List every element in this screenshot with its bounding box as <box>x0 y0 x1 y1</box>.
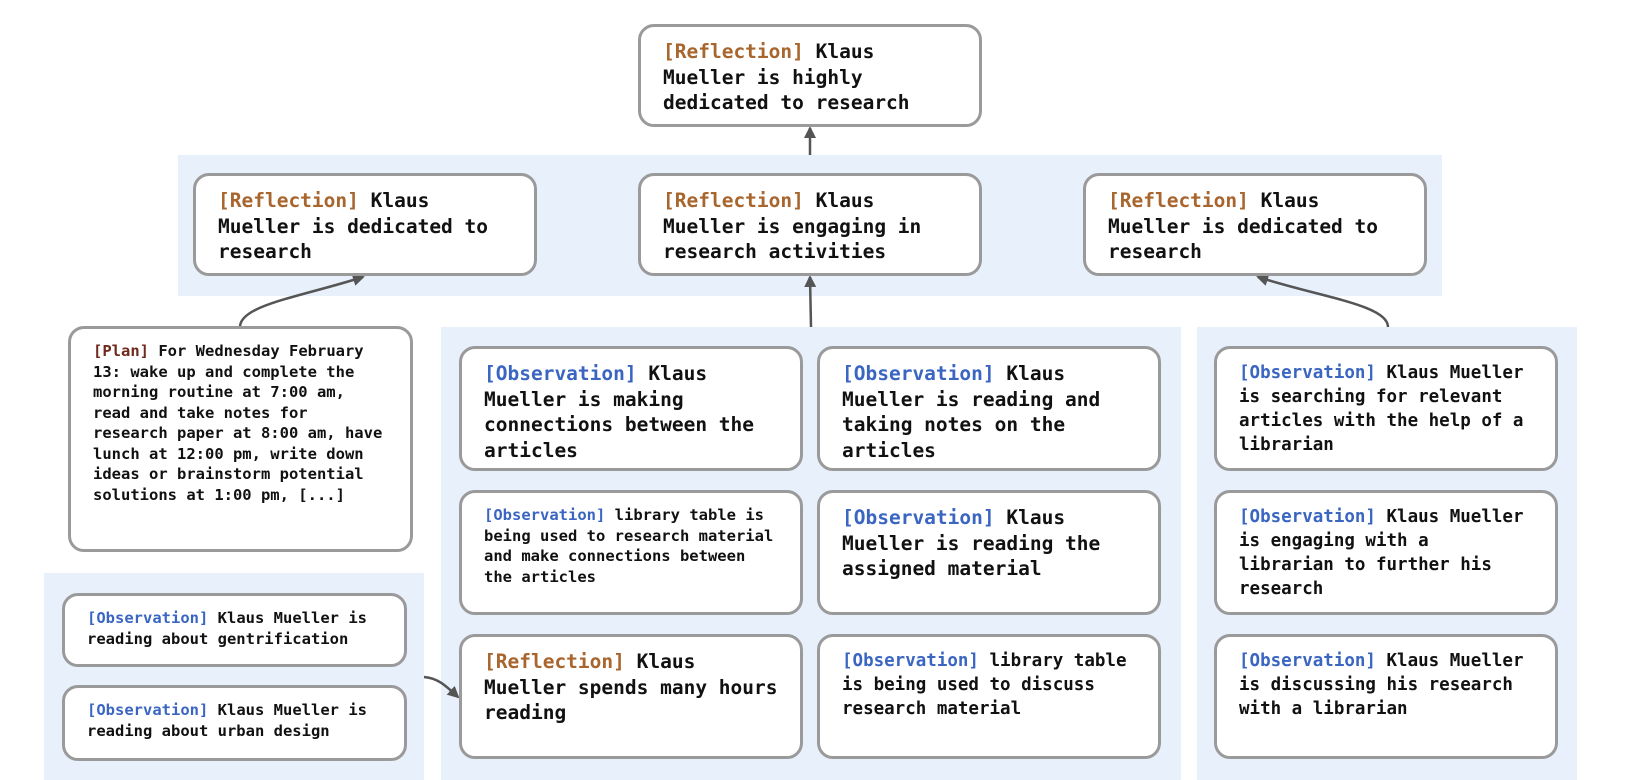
observation-node-discussing: [Observation] Klaus Mueller is discussin… <box>1214 634 1558 759</box>
node-text: library table is being used to research … <box>484 506 774 586</box>
observation-node-assigned-material: [Observation] Klaus Mueller is reading t… <box>817 490 1161 615</box>
node-text: Klaus Mueller is reading about gentrific… <box>87 609 367 648</box>
node-text: Klaus Mueller is highly dedicated to res… <box>663 40 910 114</box>
reflection-node-reading-hours: [Reflection] Klaus Mueller spends many h… <box>459 634 803 759</box>
observation-node-urban-design: [Observation] Klaus Mueller is reading a… <box>62 685 407 761</box>
top-reflection-node: [Reflection] Klaus Mueller is highly ded… <box>638 24 982 127</box>
observation-node-library-table-discuss: [Observation] library table is being use… <box>817 634 1161 759</box>
observation-tag: [Observation] <box>1239 507 1376 527</box>
reflection-node-center: [Reflection] Klaus Mueller is engaging i… <box>638 173 982 276</box>
observation-node-gentrification: [Observation] Klaus Mueller is reading a… <box>62 593 407 667</box>
observation-tag: [Observation] <box>87 701 209 719</box>
reflection-tag: [Reflection] <box>1108 189 1249 212</box>
observation-node-engaging-librarian: [Observation] Klaus Mueller is engaging … <box>1214 490 1558 615</box>
node-text: Klaus Mueller is reading the assigned ma… <box>842 506 1101 580</box>
node-text: Klaus Mueller is dedicated to research <box>218 189 489 263</box>
node-text: Klaus Mueller is engaging with a librari… <box>1239 507 1524 599</box>
reflection-node-right: [Reflection] Klaus Mueller is dedicated … <box>1083 173 1427 276</box>
observation-tag: [Observation] <box>1239 651 1376 671</box>
plan-node: [Plan] For Wednesday February 13: wake u… <box>68 326 413 552</box>
observation-tag: [Observation] <box>484 362 637 385</box>
observation-tag: [Observation] <box>842 651 979 671</box>
node-text: Klaus Mueller is reading about urban des… <box>87 701 367 740</box>
observation-tag: [Observation] <box>842 362 995 385</box>
observation-node-connections: [Observation] Klaus Mueller is making co… <box>459 346 803 471</box>
observation-tag: [Observation] <box>842 506 995 529</box>
node-text: For Wednesday February 13: wake up and c… <box>93 342 383 504</box>
observation-node-library-table-connections: [Observation] library table is being use… <box>459 490 803 615</box>
node-text: Klaus Mueller is discussing his research… <box>1239 651 1524 719</box>
node-text: Klaus Mueller is making connections betw… <box>484 362 755 462</box>
observation-node-searching: [Observation] Klaus Mueller is searching… <box>1214 346 1558 471</box>
reflection-node-left: [Reflection] Klaus Mueller is dedicated … <box>193 173 537 276</box>
reflection-tag: [Reflection] <box>484 650 625 673</box>
node-text: Klaus Mueller is reading and taking note… <box>842 362 1101 462</box>
node-text: library table is being used to discuss r… <box>842 651 1127 719</box>
observation-tag: [Observation] <box>1239 363 1376 383</box>
reflection-tag: [Reflection] <box>663 40 804 63</box>
node-text: Klaus Mueller is searching for relevant … <box>1239 363 1524 455</box>
observation-node-notes: [Observation] Klaus Mueller is reading a… <box>817 346 1161 471</box>
node-text: Klaus Mueller is engaging in research ac… <box>663 189 922 263</box>
reflection-tag: [Reflection] <box>218 189 359 212</box>
node-text: Klaus Mueller spends many hours reading <box>484 650 778 724</box>
observation-tag: [Observation] <box>87 609 209 627</box>
plan-tag: [Plan] <box>93 342 149 360</box>
node-text: Klaus Mueller is dedicated to research <box>1108 189 1379 263</box>
reflection-tag: [Reflection] <box>663 189 804 212</box>
observation-tag: [Observation] <box>484 506 606 524</box>
